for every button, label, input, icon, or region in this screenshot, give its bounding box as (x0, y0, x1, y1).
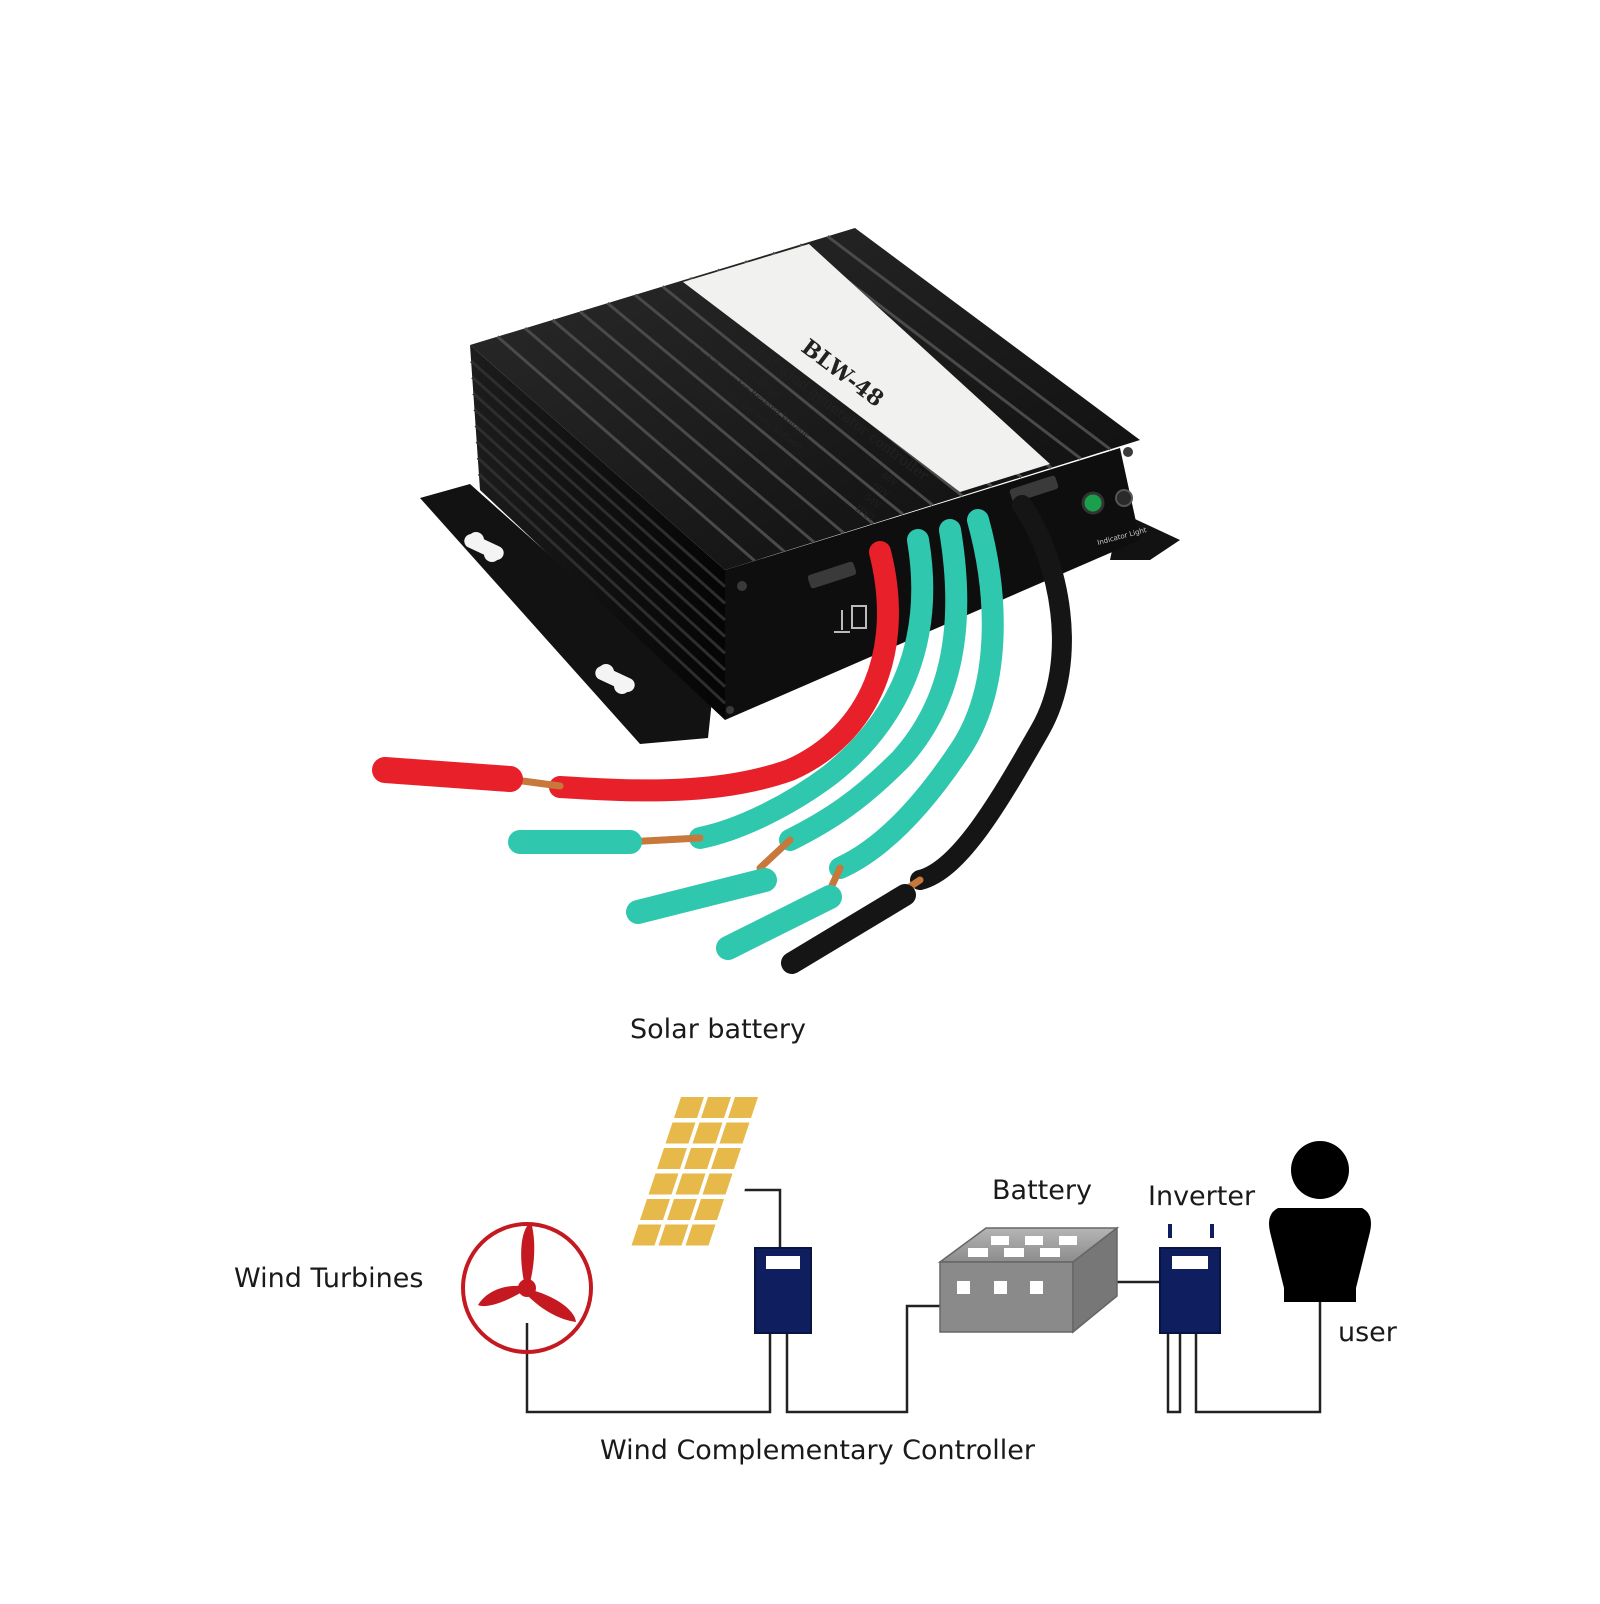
wire-teal-2 (689, 529, 934, 849)
wire-teal-3 (779, 519, 968, 851)
battery-label: Battery (992, 1175, 1092, 1206)
mounting-slot (595, 664, 635, 694)
screw-icon (726, 706, 734, 714)
user-label: user (1338, 1317, 1397, 1348)
wire-teal-4 (829, 509, 1004, 879)
wire-black (910, 495, 1072, 890)
inverter-icon (1159, 1224, 1221, 1334)
controller-label: Wind Complementary Controller (600, 1435, 1035, 1466)
solar-panel-icon (625, 1095, 760, 1250)
battery-icon (937, 1226, 1120, 1334)
system-diagram (461, 1095, 1371, 1414)
indicator-screw-icon (1115, 489, 1133, 507)
wind-turbines-label: Wind Turbines (234, 1263, 424, 1294)
user-icon (1269, 1141, 1371, 1302)
inverter-label: Inverter (1148, 1181, 1256, 1212)
mounting-slot (464, 532, 504, 562)
copper-core (756, 836, 794, 872)
wind-turbine-icon (461, 1222, 593, 1354)
spec-label-sticker (683, 244, 1050, 492)
charge-controller-icon (754, 1247, 812, 1334)
ground-icon (834, 605, 867, 633)
controller-product-photo: BLW-48 Waterproof wind generator control… (372, 228, 1180, 974)
solar-battery-label: Solar battery (630, 1014, 806, 1045)
wire-red (549, 541, 899, 802)
front-slot (807, 561, 857, 589)
wire-sleeve-red (372, 757, 523, 792)
indicator-light-icon (1081, 491, 1105, 515)
connection-lines (525, 1188, 1322, 1414)
wire-sleeve-teal (716, 885, 842, 960)
wire-sleeve-teal (626, 868, 777, 924)
wire-sleeve-black (781, 884, 916, 974)
screw-icon (737, 581, 747, 591)
screw-icon (1123, 447, 1133, 457)
